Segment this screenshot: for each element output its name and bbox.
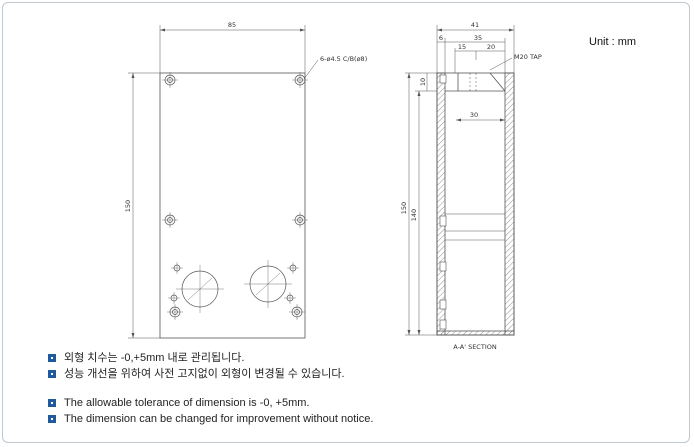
bullet-icon — [48, 370, 56, 378]
section-dim-20: 20 — [487, 43, 495, 51]
mount-hole — [292, 72, 308, 88]
front-outline — [159, 72, 306, 339]
hole-callout: 6-ø4.5 C/B(ø8) — [320, 55, 367, 63]
section-dim-15: 15 — [458, 43, 466, 51]
wall-fitting — [439, 74, 447, 84]
section-width-dim: 41 — [471, 21, 479, 29]
note-item: The allowable tolerance of dimension is … — [48, 395, 568, 411]
note-item: 외형 치수는 -0,+5mm 내로 관리됩니다. — [48, 350, 568, 366]
hole-callout-leader — [303, 59, 319, 80]
front-width-dim: 85 — [228, 21, 236, 29]
bullet-icon — [48, 354, 56, 362]
note-text: 외형 치수는 -0,+5mm 내로 관리됩니다. — [64, 352, 245, 364]
front-height-dim: 150 — [124, 200, 132, 212]
drawing-frame — [2, 2, 690, 443]
unit-label: Unit : mm — [589, 36, 637, 48]
section-height-outer-dim: 150 — [400, 202, 408, 214]
note-text: 성능 개선을 위하여 사전 고지없이 외형이 변경될 수 있습니다. — [64, 368, 345, 380]
mount-hole — [167, 304, 183, 320]
marker-hole — [287, 262, 299, 274]
tap-leader — [489, 57, 513, 71]
note-item: 성능 개선을 위하여 사전 고지없이 외형이 변경될 수 있습니다. — [48, 366, 568, 382]
section-view — [405, 25, 515, 336]
section-dim-30: 30 — [470, 111, 478, 119]
front-view — [128, 25, 319, 339]
notes-list: 외형 치수는 -0,+5mm 내로 관리됩니다. 성능 개선을 위하여 사전 고… — [48, 350, 568, 427]
wall-fitting — [439, 299, 447, 310]
mount-hole — [292, 212, 308, 228]
marker-hole — [284, 292, 296, 304]
section-label: A-A' SECTION — [453, 343, 497, 351]
section-height-inner-dim: 140 — [410, 209, 418, 221]
cable-gland — [176, 265, 224, 313]
note-text: The dimension can be changed for improve… — [64, 413, 374, 425]
tap-label: M20 TAP — [514, 53, 542, 61]
cable-gland — [244, 260, 292, 308]
mount-hole — [162, 212, 178, 228]
wall-fitting — [439, 261, 447, 272]
section-dim-10: 10 — [419, 78, 427, 86]
section-outline — [436, 72, 515, 336]
mount-hole — [289, 304, 305, 320]
section-dim-35: 35 — [474, 34, 482, 42]
marker-hole — [168, 292, 180, 304]
wall-fitting — [439, 319, 447, 330]
wall-fitting — [439, 215, 447, 227]
note-item: The dimension can be changed for improve… — [48, 411, 568, 427]
note-text: The allowable tolerance of dimension is … — [64, 397, 310, 409]
marker-hole — [171, 262, 183, 274]
bullet-icon — [48, 415, 56, 423]
bullet-icon — [48, 399, 56, 407]
section-dim-6: 6 — [439, 34, 443, 42]
mount-hole — [162, 72, 178, 88]
